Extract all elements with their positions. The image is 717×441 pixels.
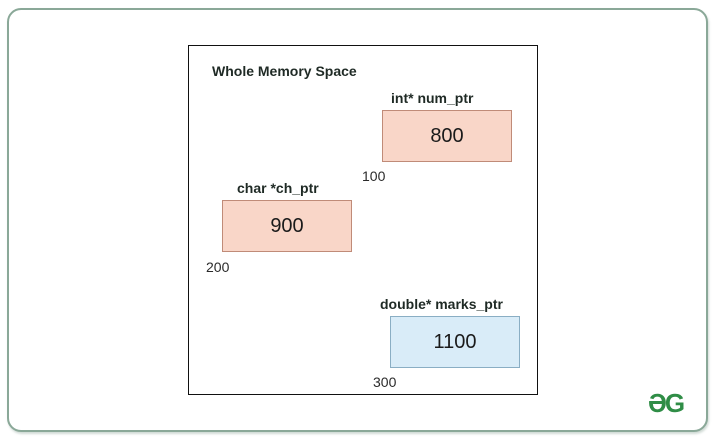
num-ptr-cell: 800 [382, 110, 512, 162]
marks-ptr-cell: 1100 [390, 316, 520, 368]
ch-ptr-cell: 900 [222, 200, 352, 252]
marks-ptr-value: 1100 [433, 330, 477, 353]
diagram-title: Whole Memory Space [212, 63, 357, 79]
marks-ptr-address: 300 [373, 374, 397, 390]
num-ptr-value: 800 [430, 124, 464, 147]
gfg-logo: ƏG [648, 388, 685, 418]
marks-ptr-label: double* marks_ptr [380, 296, 503, 312]
num-ptr-label: int* num_ptr [391, 90, 474, 106]
ch-ptr-value: 900 [270, 214, 304, 237]
num-ptr-address: 100 [362, 168, 386, 184]
ch-ptr-address: 200 [206, 259, 230, 275]
ch-ptr-label: char *ch_ptr [237, 180, 319, 196]
